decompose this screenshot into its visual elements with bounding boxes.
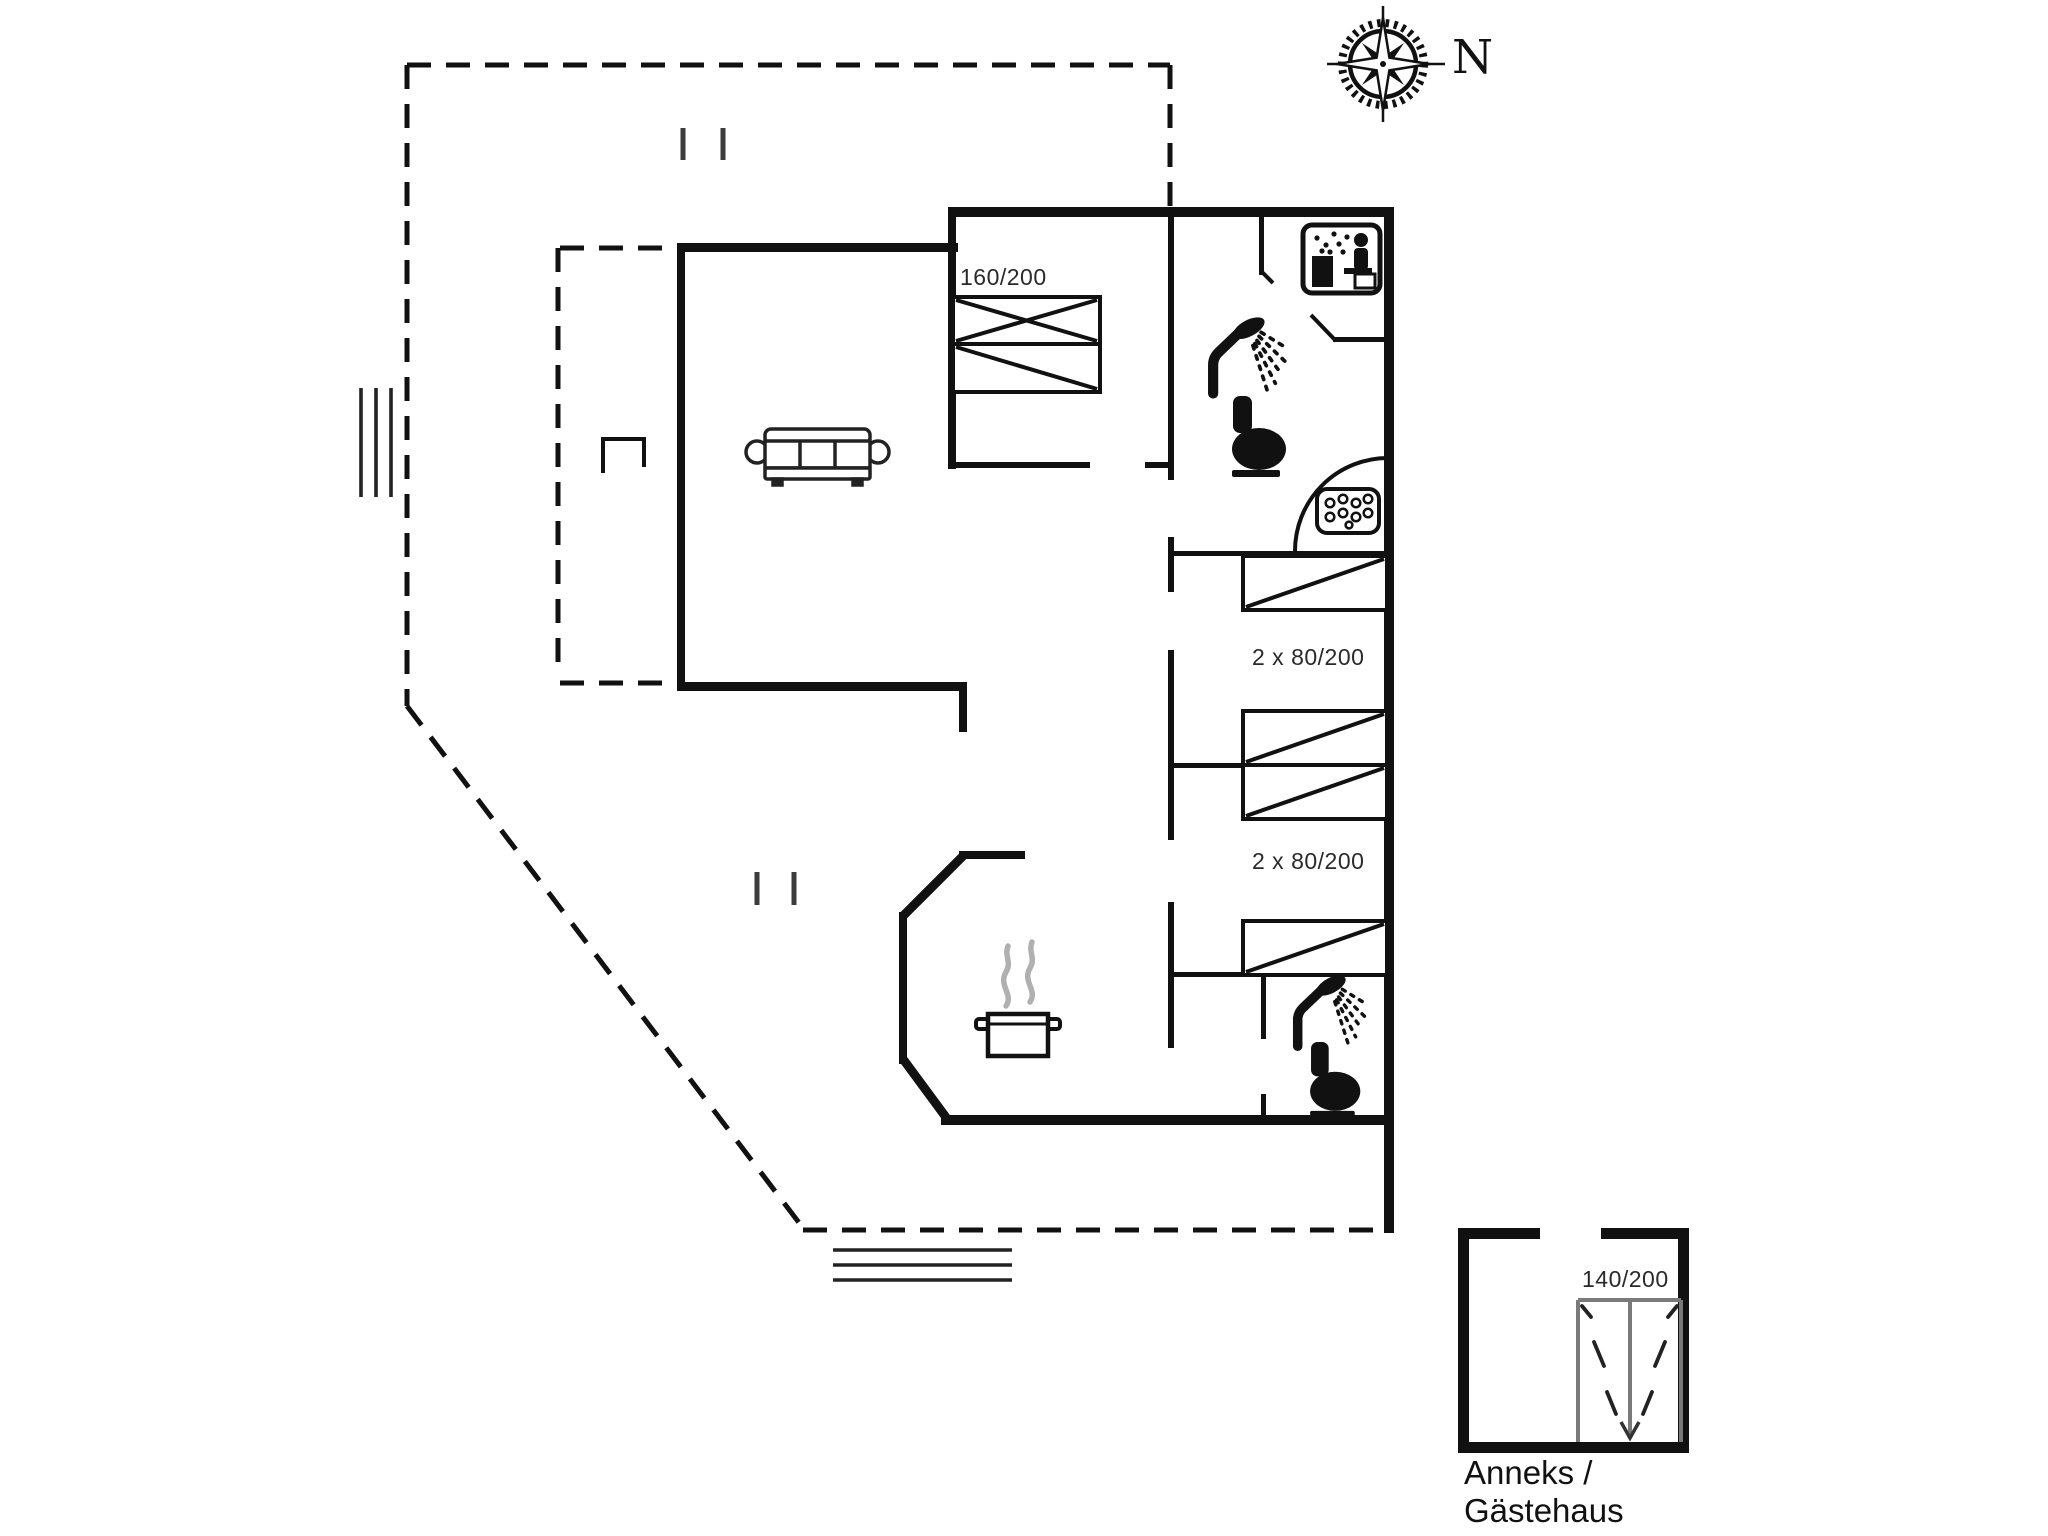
toilet-icon (1310, 1042, 1361, 1118)
shower-icon (1298, 971, 1367, 1046)
bunk-bed (1241, 554, 1389, 612)
gate-ticks-middle (754, 872, 797, 905)
bed-size-label: 2 x 80/200 (1252, 848, 1365, 874)
terrace-dashed-outline (404, 62, 1386, 1233)
compass-north-label: N (1452, 30, 1494, 85)
gate-ticks-top (680, 128, 726, 160)
exterior-wall-chamfers (899, 852, 967, 1123)
whirlpool-icon (1315, 487, 1381, 535)
annex-caption-line1: Anneks / (1464, 1454, 1593, 1491)
double-bed (951, 295, 1102, 394)
compass-rose-icon (1327, 6, 1445, 122)
cooking-pot-icon (974, 939, 1062, 1059)
interior-wall-angles (1259, 269, 1338, 343)
bed-size-label: 160/200 (960, 264, 1047, 290)
entry-steps-left (359, 388, 393, 497)
bed-size-label: 2 x 80/200 (1252, 644, 1365, 670)
bunk-bed (1241, 709, 1389, 767)
annex-bed-size-label: 140/200 (1582, 1266, 1669, 1292)
shower-icon (1213, 313, 1287, 394)
bunk-bed (1241, 763, 1389, 821)
grill-symbol (601, 437, 646, 473)
toilet-icon (1232, 396, 1286, 477)
annex-walls (1458, 1228, 1689, 1453)
annex-double-bed (1576, 1298, 1683, 1442)
entry-steps-bottom (833, 1248, 1012, 1282)
bunk-bed (1241, 919, 1389, 977)
door-arc (1293, 456, 1389, 552)
sauna-icon (1300, 222, 1383, 296)
annex-caption-line2: Gästehaus (1464, 1492, 1624, 1529)
sofa-icon (744, 427, 891, 487)
